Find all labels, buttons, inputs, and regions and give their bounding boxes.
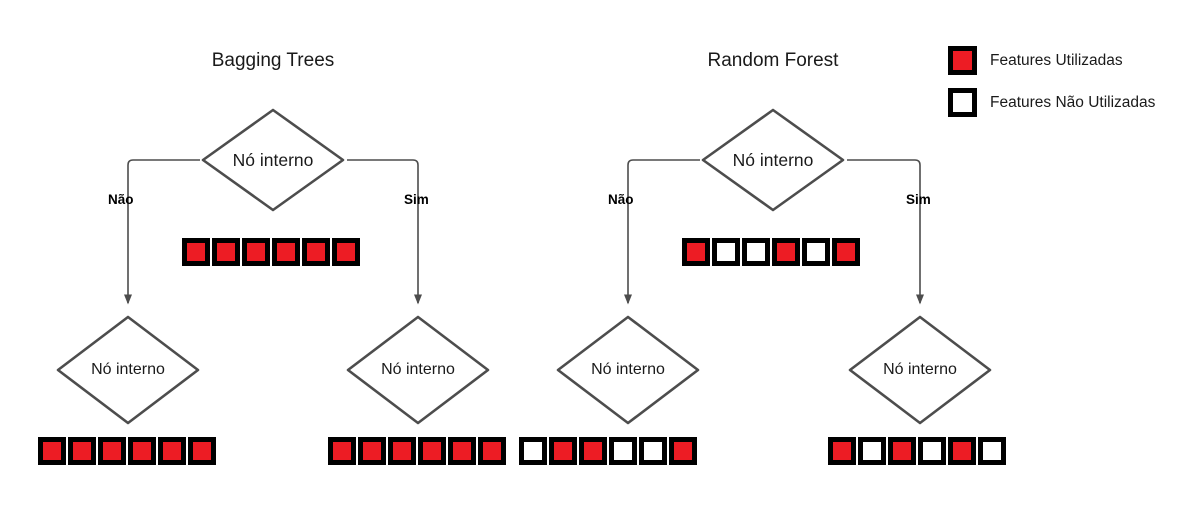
legend-label-used: Features Utilizadas xyxy=(990,51,1123,69)
bagging-right-branch-label: Sim xyxy=(404,192,429,207)
feature-square-used xyxy=(478,437,506,465)
feature-square-used xyxy=(549,437,577,465)
feature-square-used xyxy=(182,238,210,266)
feature-square-unused xyxy=(712,238,740,266)
feature-square-unused xyxy=(918,437,946,465)
feature-square-used xyxy=(448,437,476,465)
feature-square-used xyxy=(579,437,607,465)
feature-square-used xyxy=(188,437,216,465)
feature-square-used xyxy=(682,238,710,266)
bagging-leaf-right-node[interactable]: Nó interno xyxy=(345,314,491,426)
feature-square-used xyxy=(68,437,96,465)
feature-square-used xyxy=(332,238,360,266)
legend-swatch-unused-icon xyxy=(948,88,977,117)
bagging-leaf-left-node[interactable]: Nó interno xyxy=(55,314,201,426)
feature-square-unused xyxy=(802,238,830,266)
feature-square-used xyxy=(358,437,386,465)
feature-square-used xyxy=(212,238,240,266)
rf-right-branch-label: Sim xyxy=(906,192,931,207)
rf-leaf-right-node[interactable]: Nó interno xyxy=(847,314,993,426)
feature-square-unused xyxy=(639,437,667,465)
rf-left-connector xyxy=(624,159,700,305)
legend-item-unused: Features Não Utilizadas xyxy=(948,88,1155,117)
rf-leaf-right-feature-strip xyxy=(828,437,1006,465)
bagging-right-connector xyxy=(347,159,422,305)
panel-title-random-forest: Random Forest xyxy=(707,50,839,71)
rf-leaf-left-node[interactable]: Nó interno xyxy=(555,314,701,426)
feature-square-used xyxy=(128,437,156,465)
panel-title-bagging-trees: Bagging Trees xyxy=(211,50,335,71)
feature-square-used xyxy=(948,437,976,465)
bagging-leaf-right-feature-strip xyxy=(328,437,506,465)
feature-square-used xyxy=(38,437,66,465)
feature-square-unused xyxy=(858,437,886,465)
legend: Features Utilizadas Features Não Utiliza… xyxy=(948,46,1155,117)
feature-square-used xyxy=(418,437,446,465)
feature-square-used xyxy=(888,437,916,465)
feature-square-used xyxy=(302,238,330,266)
feature-square-used xyxy=(832,238,860,266)
diamond-shape-icon xyxy=(848,315,992,425)
feature-square-used xyxy=(98,437,126,465)
rf-left-branch-label: Não xyxy=(608,192,634,207)
legend-item-used: Features Utilizadas xyxy=(948,46,1155,75)
legend-label-unused: Features Não Utilizadas xyxy=(990,93,1156,111)
bagging-left-connector xyxy=(124,159,200,305)
feature-square-used xyxy=(272,238,300,266)
rf-right-connector xyxy=(847,159,924,305)
diamond-shape-icon xyxy=(346,315,490,425)
rf-root-feature-strip xyxy=(682,238,860,266)
feature-square-unused xyxy=(742,238,770,266)
rf-leaf-left-feature-strip xyxy=(519,437,697,465)
feature-square-used xyxy=(772,238,800,266)
rf-root-node[interactable]: Nó interno xyxy=(700,107,846,213)
feature-square-used xyxy=(158,437,186,465)
feature-square-used xyxy=(669,437,697,465)
feature-square-unused xyxy=(978,437,1006,465)
bagging-root-feature-strip xyxy=(182,238,360,266)
diamond-shape-icon xyxy=(56,315,200,425)
diamond-shape-icon xyxy=(201,108,345,212)
bagging-root-node[interactable]: Nó interno xyxy=(200,107,346,213)
feature-square-used xyxy=(828,437,856,465)
feature-square-unused xyxy=(519,437,547,465)
feature-square-used xyxy=(328,437,356,465)
legend-swatch-used-icon xyxy=(948,46,977,75)
diamond-shape-icon xyxy=(701,108,845,212)
bagging-leaf-left-feature-strip xyxy=(38,437,216,465)
diamond-shape-icon xyxy=(556,315,700,425)
feature-square-unused xyxy=(609,437,637,465)
feature-square-used xyxy=(242,238,270,266)
feature-square-used xyxy=(388,437,416,465)
bagging-left-branch-label: Não xyxy=(108,192,134,207)
